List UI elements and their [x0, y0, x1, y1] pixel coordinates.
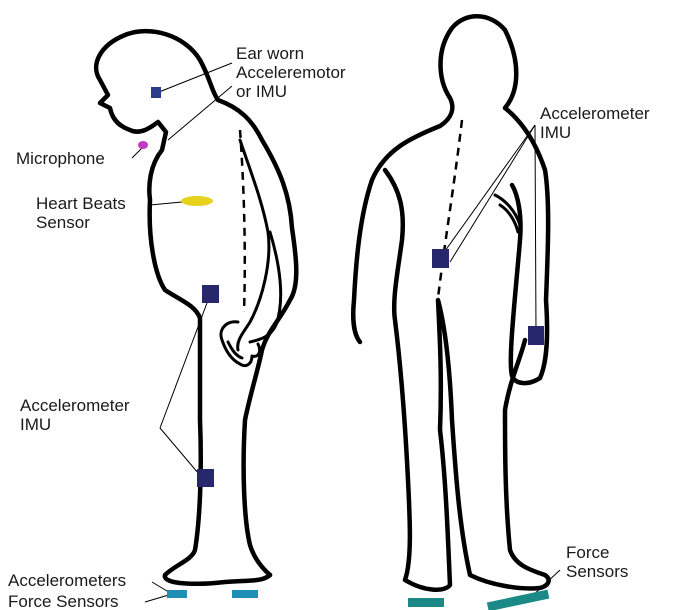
side-figure-hand-outline	[221, 322, 260, 366]
leader-accel-right-wrist	[535, 125, 536, 334]
back-imu-sensor	[432, 249, 449, 268]
accelerometer-imu-left-label: Accelerometer IMU	[20, 396, 130, 434]
side-figure-spine	[240, 130, 245, 312]
accel-left-line-2: IMU	[20, 415, 130, 434]
leader-ear-sensor-neck	[168, 86, 232, 140]
leader-heart-sensor	[150, 202, 182, 205]
heart-beats-sensor	[181, 196, 213, 206]
force-sensors-right-label: Force Sensors	[566, 543, 628, 581]
side-back-foot-force-sensor	[232, 590, 258, 598]
back-figure-spine	[438, 120, 462, 298]
heart-beats-sensor-label: Heart Beats Sensor	[36, 194, 126, 232]
ear-imu-sensor	[151, 87, 161, 98]
back-view-figure	[353, 16, 548, 590]
leader-accel-right-back-2	[450, 125, 535, 262]
accel-left-line-1: Accelerometer	[20, 396, 130, 415]
accelerometer-imu-right-label: Accelerometer IMU	[540, 104, 650, 142]
ear-worn-label: Ear worn Acceleremotor or IMU	[236, 44, 346, 101]
ankle-imu-sensor	[197, 469, 214, 487]
force-right-line-2: Sensors	[566, 562, 628, 581]
ear-worn-label-line-2: Acceleremotor	[236, 63, 346, 82]
accelerometers-bottom-label: Accelerometers	[8, 571, 126, 590]
hip-imu-sensor	[202, 285, 219, 303]
wrist-imu-sensor	[528, 326, 544, 345]
leader-ear-sensor	[159, 63, 232, 92]
back-left-foot-force-sensor	[408, 598, 444, 607]
ear-worn-label-line-1: Ear worn	[236, 44, 346, 63]
microphone-label: Microphone	[16, 149, 105, 168]
back-right-foot-force-sensor	[487, 590, 550, 610]
force-sensors-bottom-label: Force Sensors	[8, 592, 119, 610]
accel-right-line-2: IMU	[540, 123, 650, 142]
force-right-line-1: Force	[566, 543, 628, 562]
side-front-foot-force-sensor	[167, 590, 187, 598]
heart-label-line-1: Heart Beats	[36, 194, 126, 213]
accel-right-line-1: Accelerometer	[540, 104, 650, 123]
heart-label-line-2: Sensor	[36, 213, 126, 232]
back-figure-outline	[353, 16, 548, 590]
side-view-figure	[96, 31, 296, 584]
microphone-sensor	[138, 141, 148, 149]
side-figure-back-outline	[200, 60, 296, 575]
ear-worn-label-line-3: or IMU	[236, 82, 346, 101]
